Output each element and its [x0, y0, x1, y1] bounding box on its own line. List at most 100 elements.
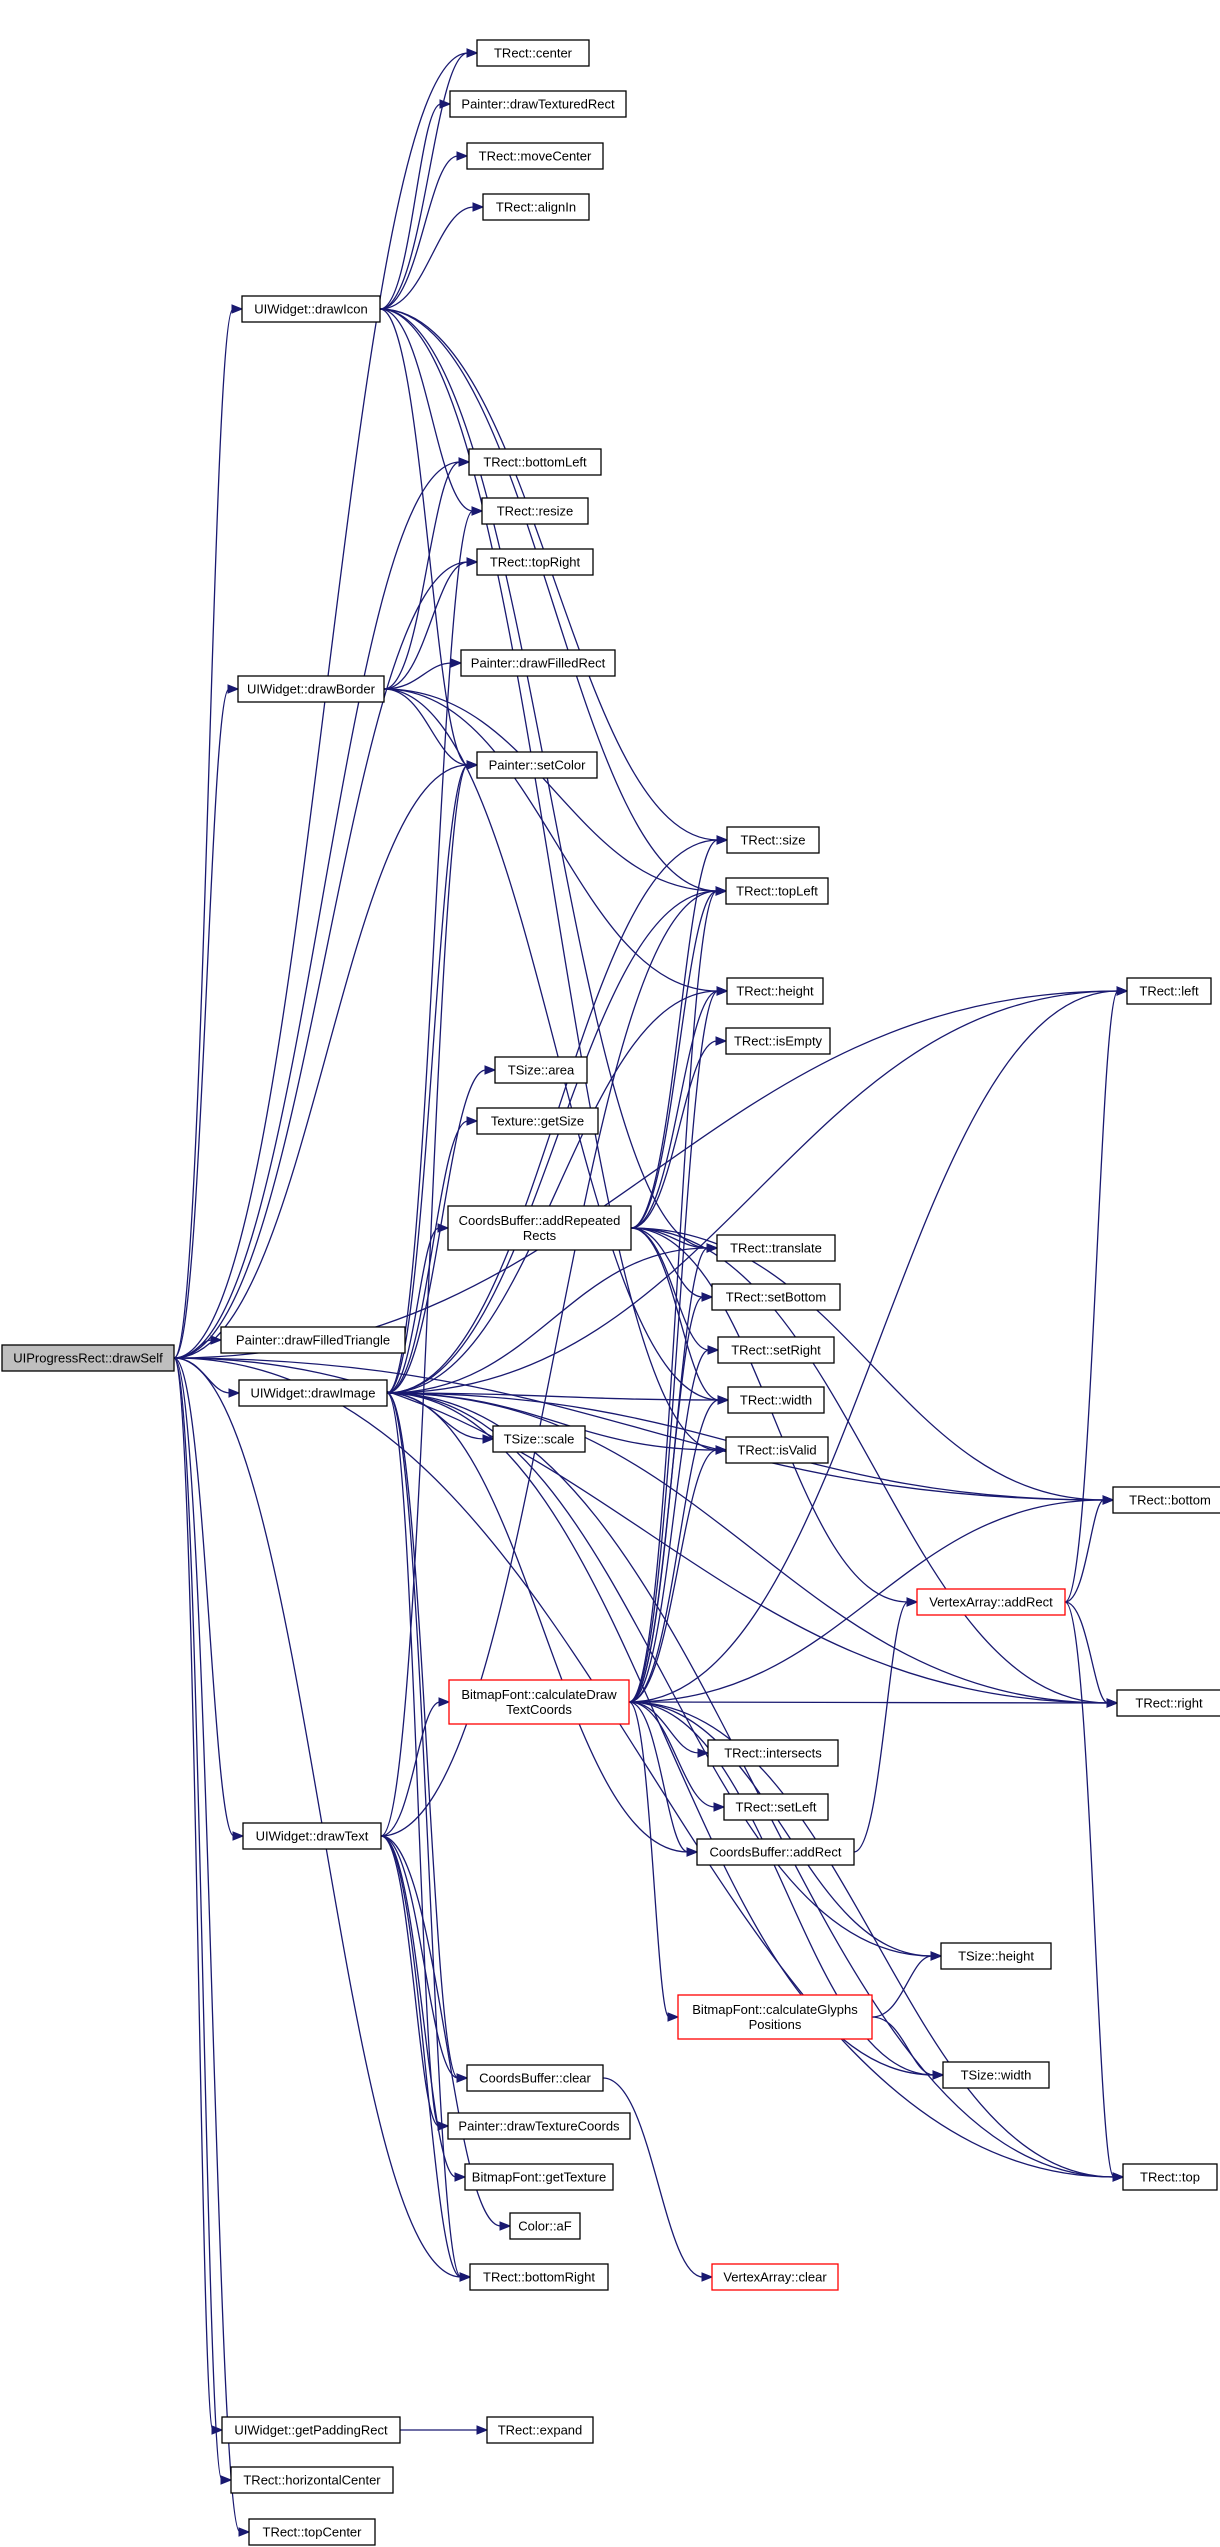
- node-root[interactable]: UIProgressRect::drawSelf: [1, 1344, 175, 1372]
- node-setBottom[interactable]: TRect::setBottom: [711, 1283, 841, 1311]
- node-drawFilledTriangle[interactable]: Painter::drawFilledTriangle: [220, 1326, 406, 1354]
- edge-root-to-getPaddingRect: [173, 1357, 224, 2435]
- node-label: TRect::isValid: [737, 1443, 816, 1458]
- node-getSize[interactable]: Texture::getSize: [476, 1107, 599, 1135]
- node-box: [448, 1679, 630, 1725]
- node-scale[interactable]: TSize::scale: [492, 1425, 586, 1453]
- node-moveCenter[interactable]: TRect::moveCenter: [466, 142, 604, 170]
- node-label: UIWidget::drawText: [256, 1829, 369, 1844]
- edge-root-to-setColor: [173, 760, 479, 1359]
- node-right[interactable]: TRect::right: [1116, 1689, 1220, 1717]
- node-label: Painter::drawFilledTriangle: [236, 1333, 390, 1348]
- edge-line: [602, 2077, 704, 2278]
- edge-drawIcon-to-isValid: [379, 308, 728, 1455]
- arrowhead: [220, 2475, 233, 2485]
- arrowhead: [227, 684, 240, 694]
- node-box: [482, 193, 590, 221]
- edge-line: [380, 1835, 457, 2178]
- node-label: TRect::topLeft: [736, 884, 818, 899]
- node-setRight[interactable]: TRect::setRight: [717, 1336, 835, 1364]
- edge-line: [386, 1392, 459, 2079]
- edge-line: [628, 990, 719, 1703]
- node-box: [727, 1386, 825, 1414]
- node-addRect[interactable]: VertexArray::addRect: [916, 1588, 1066, 1616]
- node-isEmpty[interactable]: TRect::isEmpty: [725, 1027, 831, 1055]
- node-drawImage[interactable]: UIWidget::drawImage: [238, 1379, 388, 1407]
- arrowhead: [1106, 1698, 1119, 1708]
- edge-calcDraw-to-height: [628, 986, 729, 1703]
- edge-line: [871, 2016, 935, 2076]
- node-size[interactable]: TRect::size: [726, 826, 820, 854]
- node-top[interactable]: TRect::top: [1122, 2163, 1218, 2191]
- edge-line: [630, 1040, 718, 1229]
- edge-calcGlyphs-to-tsHeight: [871, 1951, 943, 2018]
- node-tsWidth[interactable]: TSize::width: [942, 2061, 1050, 2089]
- edge-drawText-to-drawTextureCoords: [380, 1835, 450, 2131]
- edge-line: [871, 1955, 933, 2018]
- node-label: Positions: [749, 2017, 802, 2032]
- node-box: [230, 2466, 394, 2494]
- node-setLeft[interactable]: TRect::setLeft: [723, 1793, 829, 1821]
- node-drawTexturedRect[interactable]: Painter::drawTexturedRect: [449, 90, 627, 118]
- node-expand[interactable]: TRect::expand: [486, 2416, 594, 2444]
- node-height[interactable]: TRect::height: [726, 977, 824, 1005]
- arrowhead: [211, 2425, 224, 2435]
- node-label: BitmapFont::calculateDraw: [461, 1687, 617, 1702]
- arrowhead: [466, 48, 479, 58]
- node-horizontalCenter[interactable]: TRect::horizontalCenter: [230, 2466, 394, 2494]
- node-bottom[interactable]: TRect::bottom: [1112, 1486, 1220, 1514]
- node-topCenter[interactable]: TRect::topCenter: [248, 2518, 376, 2546]
- edge-root-to-drawIcon: [173, 304, 244, 1359]
- edge-line: [173, 1357, 1105, 1501]
- node-isValid[interactable]: TRect::isValid: [725, 1436, 829, 1464]
- node-drawBorder[interactable]: UIWidget::drawBorder: [237, 675, 385, 703]
- node-bottomLeft[interactable]: TRect::bottomLeft: [468, 448, 602, 476]
- node-translate[interactable]: TRect::translate: [716, 1234, 836, 1262]
- edge-addRepeatedRects-to-isEmpty: [630, 1036, 728, 1229]
- node-label: TSize::scale: [504, 1432, 575, 1447]
- node-box: [1116, 1689, 1220, 1717]
- arrowhead: [482, 1434, 495, 1444]
- node-tsHeight[interactable]: TSize::height: [940, 1942, 1052, 1970]
- node-drawIcon[interactable]: UIWidget::drawIcon: [241, 295, 381, 323]
- node-box: [726, 826, 820, 854]
- node-drawTextureCoords[interactable]: Painter::drawTextureCoords: [447, 2112, 631, 2140]
- node-box: [248, 2518, 376, 2546]
- node-label: TRect::right: [1135, 1696, 1203, 1711]
- node-area[interactable]: TSize::area: [494, 1056, 588, 1084]
- node-width[interactable]: TRect::width: [727, 1386, 825, 1414]
- node-left[interactable]: TRect::left: [1126, 977, 1212, 1005]
- node-vaClear[interactable]: VertexArray::clear: [711, 2263, 839, 2291]
- node-box: [726, 977, 824, 1005]
- node-resize[interactable]: TRect::resize: [481, 497, 589, 525]
- edge-line: [379, 103, 442, 310]
- node-intersects[interactable]: TRect::intersects: [707, 1739, 839, 1767]
- node-getTexture[interactable]: BitmapFont::getTexture: [464, 2163, 614, 2191]
- node-label: CoordsBuffer::addRect: [710, 1845, 842, 1860]
- node-drawText[interactable]: UIWidget::drawText: [242, 1822, 382, 1850]
- node-label: TSize::height: [958, 1949, 1034, 1964]
- node-center[interactable]: TRect::center: [476, 39, 590, 67]
- node-label: UIWidget::drawBorder: [247, 682, 376, 697]
- node-getPaddingRect[interactable]: UIWidget::getPaddingRect: [221, 2416, 401, 2444]
- node-cbAddRect[interactable]: CoordsBuffer::addRect: [696, 1838, 855, 1866]
- node-drawFilledRect[interactable]: Painter::drawFilledRect: [460, 649, 616, 677]
- node-alignIn[interactable]: TRect::alignIn: [482, 193, 590, 221]
- node-box: [466, 2064, 604, 2092]
- node-label: TRect::center: [494, 46, 573, 61]
- node-setColor[interactable]: Painter::setColor: [476, 751, 598, 779]
- node-cbClear[interactable]: CoordsBuffer::clear: [466, 2064, 604, 2092]
- node-topRight[interactable]: TRect::topRight: [476, 548, 594, 576]
- arrowhead: [466, 760, 479, 770]
- arrowhead: [706, 1243, 719, 1253]
- node-bottomRight[interactable]: TRect::bottomRight: [469, 2263, 609, 2291]
- arrowhead: [697, 1748, 710, 1758]
- edge-line: [173, 461, 461, 1359]
- node-aF[interactable]: Color::aF: [509, 2212, 581, 2240]
- edge-drawImage-to-getSize: [386, 1116, 479, 1394]
- node-topLeft[interactable]: TRect::topLeft: [725, 877, 829, 905]
- edge-drawText-to-aF: [380, 1835, 512, 2231]
